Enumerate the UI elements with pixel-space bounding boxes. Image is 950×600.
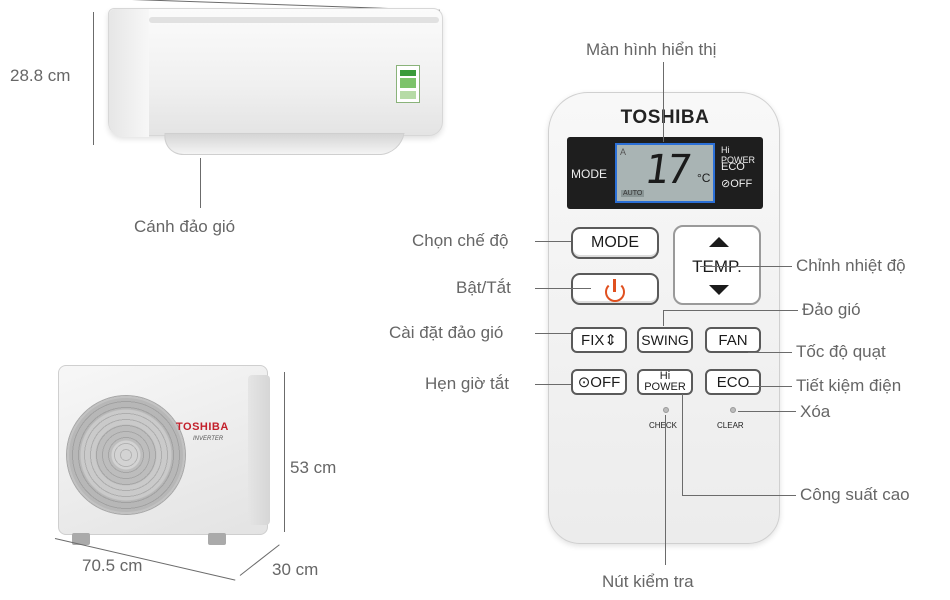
fan-button[interactable]: FAN	[705, 327, 761, 353]
lcd-off: ⊘OFF	[721, 178, 753, 190]
callout-temp-line	[700, 266, 792, 267]
callout-mode-line	[535, 241, 571, 242]
lcd-a-indicator: A	[620, 147, 627, 157]
indoor-height-label: 28.8 cm	[10, 66, 71, 85]
callout-timer-off-line	[535, 384, 571, 385]
callout-swing-line-h	[663, 310, 798, 311]
temp-up-arrow-icon[interactable]	[709, 237, 729, 247]
lcd-hi-power: Hi POWER	[721, 145, 756, 165]
outdoor-height-label: 53 cm	[290, 458, 337, 477]
check-label: CHECK	[649, 421, 678, 430]
outdoor-sub-brand: INVERTER	[193, 436, 224, 442]
energy-label-bar	[400, 91, 416, 99]
indoor-unit-body	[108, 8, 443, 137]
callout-check: Nút kiểm tra	[602, 572, 694, 591]
fan-icon	[66, 395, 186, 515]
temp-button[interactable]: TEMP.	[673, 225, 761, 305]
callout-timer-off: Hẹn giờ tắt	[425, 374, 509, 393]
outdoor-brand: TOSHIBA	[176, 421, 229, 433]
power-icon	[577, 275, 657, 305]
callout-swing-line-v	[663, 310, 664, 326]
callout-clear-line	[738, 411, 796, 412]
callout-hi-power-line-h	[682, 495, 796, 496]
callout-mode: Chọn chế độ	[412, 231, 509, 250]
outdoor-unit-side	[248, 375, 270, 525]
off-timer-button[interactable]: ⊙OFF	[571, 369, 627, 395]
hi-power-button[interactable]: Hi POWER	[637, 369, 693, 395]
callout-display: Màn hình hiển thị	[586, 40, 717, 59]
callout-swing: Đảo gió	[802, 300, 861, 319]
temp-button-label: TEMP.	[692, 257, 742, 276]
callout-check-line	[665, 415, 666, 565]
fix-button[interactable]: FIX⇕	[571, 327, 627, 353]
callout-fan-line	[748, 352, 792, 353]
lcd-auto-indicator: AUTO	[621, 190, 645, 197]
callout-fix-line	[535, 333, 571, 334]
power-icon-bar	[613, 279, 616, 292]
lcd-screen: A 17 °C AUTO	[615, 143, 715, 203]
callout-eco: Tiết kiệm điện	[796, 376, 902, 395]
clear-label: CLEAR	[717, 421, 744, 430]
remote-control: TOSHIBA MODE A 17 °C AUTO Hi POWER ECO ⊘…	[548, 92, 780, 544]
callout-hi-power-line-v	[682, 394, 683, 495]
energy-label-bar	[400, 78, 416, 88]
energy-label-bar	[400, 70, 416, 76]
indoor-unit-flap	[161, 133, 405, 155]
indoor-unit-image	[108, 8, 443, 155]
indoor-height-line	[93, 12, 94, 145]
lcd-eco: ECO	[721, 161, 745, 173]
callout-power: Bật/Tắt	[456, 278, 511, 297]
outdoor-height-line	[284, 372, 285, 532]
lcd-unit: °C	[697, 171, 711, 185]
indoor-unit-stripe	[149, 17, 439, 23]
outdoor-depth-label: 30 cm	[272, 560, 319, 579]
temp-down-arrow-icon[interactable]	[709, 285, 729, 295]
indoor-unit-side	[109, 9, 149, 137]
callout-eco-line	[748, 386, 792, 387]
swing-button[interactable]: SWING	[637, 327, 693, 353]
callout-clear: Xóa	[800, 402, 831, 421]
remote-brand: TOSHIBA	[620, 107, 710, 128]
callout-fix: Cài đặt đảo gió	[389, 323, 504, 342]
fan-grill	[66, 395, 186, 515]
energy-label-icon	[396, 65, 420, 103]
eco-button[interactable]: ECO	[705, 369, 761, 395]
callout-fan: Tốc độ quạt	[796, 342, 886, 361]
lcd-mode-text: MODE	[571, 167, 607, 181]
power-icon-circle	[605, 282, 625, 302]
outdoor-foot	[208, 533, 226, 545]
outdoor-width-label: 70.5 cm	[82, 556, 143, 575]
power-button[interactable]	[571, 273, 659, 305]
outdoor-unit-image: TOSHIBA INVERTER	[58, 365, 273, 555]
mode-button[interactable]: MODE	[571, 227, 659, 259]
flap-callout-line	[200, 158, 201, 208]
lcd-display: MODE A 17 °C AUTO Hi POWER ECO ⊘OFF	[567, 137, 763, 209]
clear-button[interactable]	[730, 407, 736, 413]
check-button[interactable]	[663, 407, 669, 413]
callout-display-line	[663, 62, 664, 142]
callout-power-line	[535, 288, 591, 289]
flap-label: Cánh đảo gió	[134, 217, 236, 236]
callout-hi-power: Công suất cao	[800, 485, 910, 504]
callout-temp: Chỉnh nhiệt độ	[796, 256, 906, 275]
lcd-temperature: 17	[641, 147, 693, 193]
